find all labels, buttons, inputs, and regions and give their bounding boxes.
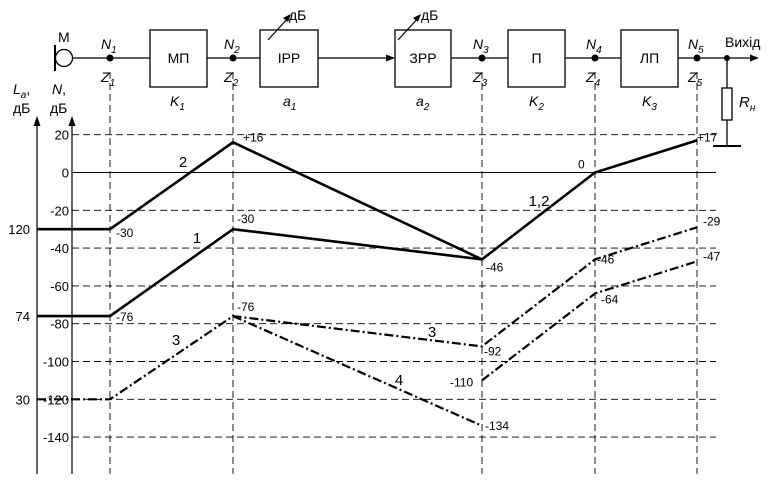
point-value-label: -29: [703, 214, 721, 228]
axes: La, дБ N, дБ 200-20-40-60-80-100-120-140…: [8, 81, 76, 474]
n-tick-label: -80: [50, 317, 69, 332]
irr-adjust-label: дБ: [289, 7, 306, 23]
node-n-label: N5: [688, 36, 704, 56]
node-dot: [478, 54, 486, 62]
output-arrowhead: [750, 54, 759, 62]
n-tick-label: 20: [55, 128, 69, 143]
la-axis-title: La,: [13, 81, 30, 101]
point-value-label: -46: [597, 252, 615, 266]
block-lp: [620, 29, 679, 88]
curve-label: 4: [395, 372, 403, 389]
point-value-label: -110: [450, 375, 473, 389]
block-p-label: П: [531, 50, 541, 66]
n-tick-label: -40: [50, 241, 69, 256]
grid: [72, 72, 716, 474]
n-axis-title: N,: [52, 81, 66, 97]
zrr-adjust-label: дБ: [421, 7, 438, 23]
block-p: [507, 29, 566, 88]
la-tick-label: 30: [16, 392, 30, 407]
output-junction-dot: [724, 55, 730, 61]
point-value-label: -30: [116, 226, 134, 240]
node-dot: [591, 54, 599, 62]
point-value-label: -30: [237, 212, 255, 226]
level-line-2: [37, 140, 483, 261]
curve-label: 3: [172, 332, 180, 349]
load-resistor: [721, 87, 733, 121]
output-label: Вихід: [725, 34, 760, 50]
load-label: Rн: [739, 94, 756, 114]
block-irr-label: ІРР: [278, 50, 301, 66]
node-n-label: N2: [224, 36, 240, 56]
block-lp-param: K3: [642, 93, 657, 113]
level-line-3: [37, 226, 698, 401]
la-axis-arrowhead: [33, 116, 41, 126]
point-value-label: +17: [697, 130, 718, 144]
point-value-label: -46: [486, 260, 504, 274]
node-n-label: N4: [586, 36, 602, 56]
point-value-label: -64: [601, 292, 619, 306]
point-value-label: -92: [484, 344, 502, 358]
node-n-label: N1: [101, 36, 117, 56]
n-axis-unit: дБ: [50, 100, 67, 116]
zrr-adjust-arrowhead: [413, 14, 421, 22]
la-tick-label: 120: [8, 222, 30, 237]
level-labels: -30 -76 +16 -30 -76 -46 -92 -110 -134 0 -46 -64 +17 -…: [116, 130, 721, 433]
block-mp: [149, 29, 208, 88]
curve-label: 3: [428, 324, 436, 341]
wire-arrowhead: [386, 54, 395, 62]
point-value-label: -47: [703, 249, 721, 263]
n-tick-label: 0: [62, 166, 69, 181]
blocks: МП ІРР ЗРР П ЛП дБ дБ K1 a1 a2 K2 K3: [149, 7, 679, 113]
n-tick-label: -60: [50, 279, 69, 294]
block-zrr-label: ЗРР: [409, 50, 436, 66]
block-p-param: K2: [529, 93, 544, 113]
node-z-label: Z3: [472, 69, 488, 89]
curve-label: 2: [179, 154, 187, 171]
node-dot: [693, 54, 701, 62]
level-lines: [37, 139, 698, 427]
zrr-adjust-arrow: [397, 16, 420, 41]
node-z-label: Z5: [687, 69, 703, 89]
node-dot: [106, 54, 114, 62]
block-mp-label: МП: [168, 50, 190, 66]
node-n-label: N3: [473, 36, 489, 56]
microphone-icon: [54, 48, 74, 68]
node-z-label: Z2: [223, 69, 239, 89]
la-tick-label: 74: [16, 309, 30, 324]
point-value-label: +16: [243, 130, 264, 144]
point-value-label: -134: [485, 419, 509, 433]
microphone-label: М: [58, 29, 70, 45]
point-value-label: -76: [116, 310, 134, 324]
level-line-4: [232, 315, 483, 427]
point-value-label: -76: [237, 300, 255, 314]
n-tick-label: -100: [43, 355, 69, 370]
curve-label: 1,2: [529, 193, 550, 210]
block-zrr-param: a2: [416, 93, 430, 113]
n-tick-label: -140: [43, 430, 69, 445]
block-irr-param: a1: [283, 93, 296, 113]
irr-adjust-arrowhead: [283, 14, 291, 22]
level-line-4-continuation: [481, 260, 698, 382]
level-line-1: [37, 139, 698, 318]
irr-adjust-arrow: [267, 16, 290, 41]
block-lp-label: ЛП: [640, 50, 659, 66]
block-mp-param: K1: [170, 93, 185, 113]
block-irr: [259, 29, 319, 88]
n-tick-label: -20: [50, 203, 69, 218]
n-axis-arrowhead: [68, 116, 76, 126]
point-value-label: 0: [578, 158, 585, 172]
node-z-label: Z1: [100, 69, 115, 89]
node-z-label: Z4: [585, 69, 601, 89]
block-zrr: [394, 29, 452, 88]
la-axis-unit: дБ: [13, 100, 30, 116]
curve-label: 1: [193, 230, 201, 247]
node-dot: [229, 54, 237, 62]
